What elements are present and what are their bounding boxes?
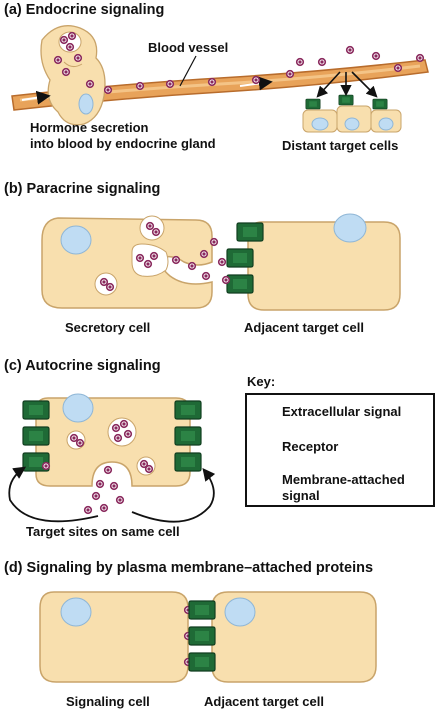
panel-a-endocrine: [11, 25, 429, 133]
key-title: Key:: [247, 374, 276, 389]
panel-d-membrane-attached: [39, 591, 377, 683]
panel-c-autocrine: [8, 393, 216, 523]
secretory-cell-caption: Secretory cell: [65, 320, 151, 335]
key-box: [245, 393, 435, 507]
autocrine-left-arrow: [8, 466, 99, 523]
adjacent-target-cell-caption-b: Adjacent target cell: [244, 320, 364, 335]
panel-a-title: (a) Endocrine signaling: [4, 2, 165, 18]
distant-target-caption: Distant target cells: [282, 138, 399, 153]
panel-d-title: (d) Signaling by plasma membrane–attache…: [4, 560, 374, 576]
target-sites-caption: Target sites on same cell: [26, 524, 180, 539]
hormone-secretion-caption: Hormone secretion into blood by endocrin…: [30, 120, 216, 151]
adjacent-target-cell-b: [247, 221, 401, 311]
panel-b-paracrine: [41, 213, 401, 311]
key-item-extracellular-signal: Extracellular signal: [282, 404, 402, 419]
autocrine-right-arrow: [131, 468, 216, 523]
key-item-receptor: Receptor: [282, 439, 339, 454]
blood-vessel-label: Blood vessel: [148, 40, 229, 55]
distant-target-cells: [302, 94, 402, 133]
panel-c-title: (c) Autocrine signaling: [4, 358, 161, 374]
key-item-membrane-attached-signal: Membrane-attached signal: [282, 472, 405, 503]
panel-b-title: (b) Paracrine signaling: [4, 181, 161, 197]
adjacent-target-cell-caption-d: Adjacent target cell: [204, 694, 324, 709]
signaling-cell-caption: Signaling cell: [66, 694, 150, 709]
endocrine-gland: [40, 25, 106, 126]
